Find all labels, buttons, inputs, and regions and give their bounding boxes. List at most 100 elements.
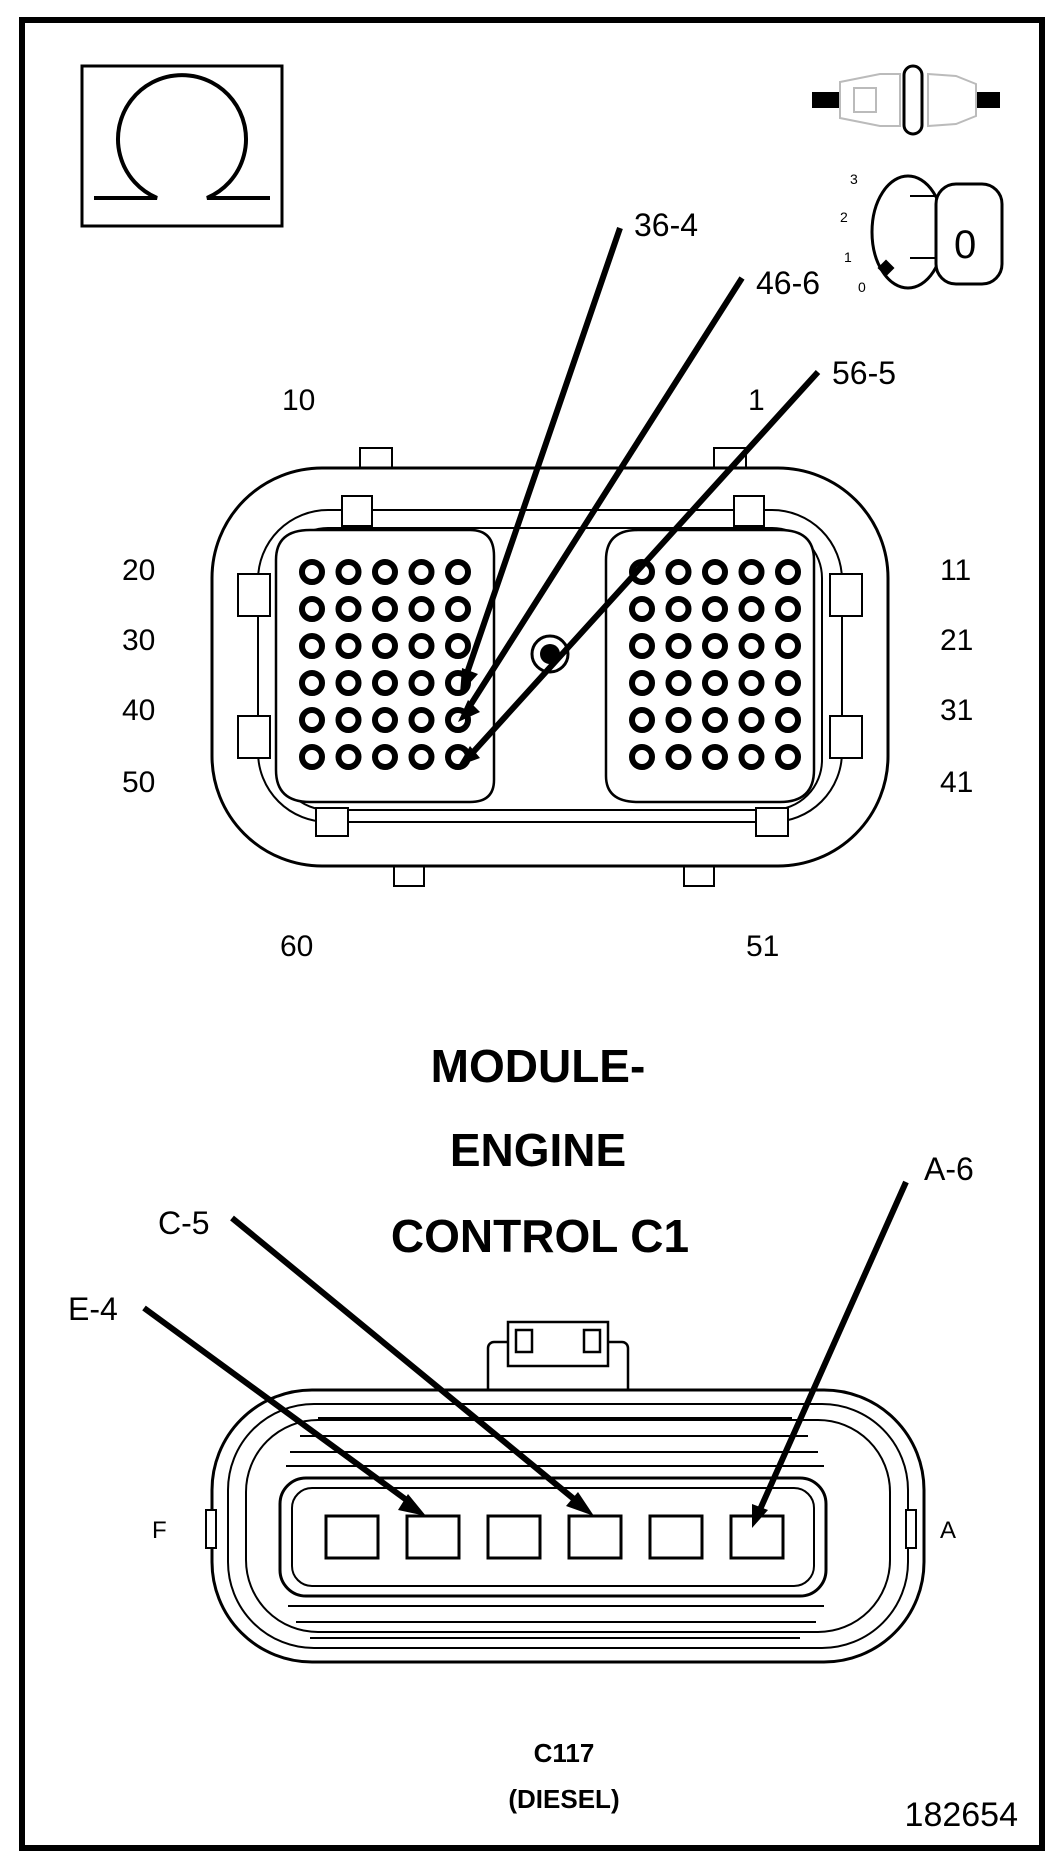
ign-pos-2: 2 xyxy=(840,209,848,225)
pin-cavity xyxy=(629,744,655,770)
pin-cavity xyxy=(775,670,801,696)
pin-cavity xyxy=(335,670,362,696)
key-position-text: 0 xyxy=(954,223,976,267)
pin-cavity xyxy=(665,633,692,659)
title-line-1: MODULE- xyxy=(431,1040,646,1092)
pin-cavity xyxy=(335,596,362,622)
ecm-pin-block-left xyxy=(274,528,496,804)
terminal-cavity xyxy=(648,1514,704,1560)
pin-number-21: 21 xyxy=(940,624,973,657)
pin-cavity xyxy=(408,670,435,696)
pin-cavity xyxy=(372,707,398,733)
pin-cavity xyxy=(738,670,765,696)
terminal-cavity xyxy=(567,1514,623,1560)
title-line-3: CONTROL C1 xyxy=(391,1210,689,1262)
pin-cavity xyxy=(372,633,398,659)
title-line-2: ENGINE xyxy=(450,1124,626,1176)
pin-cavity xyxy=(372,744,398,770)
pin-cavity xyxy=(702,744,728,770)
pin-cavity xyxy=(702,596,728,622)
pin-cavity xyxy=(372,596,398,622)
ecm-pin-block-right xyxy=(604,528,816,804)
pin-cavity xyxy=(445,596,471,622)
pin-cavity xyxy=(335,559,362,585)
ign-pos-3: 3 xyxy=(850,171,858,187)
pin-number-11: 11 xyxy=(940,554,971,587)
pin-cavity xyxy=(665,596,692,622)
pin-cavity xyxy=(299,707,325,733)
terminal-cavity xyxy=(405,1514,461,1560)
connector-sublabel: (DIESEL) xyxy=(508,1784,619,1814)
pin-number-30: 30 xyxy=(122,624,155,657)
pin-number-31: 31 xyxy=(940,694,973,727)
pin-cavity xyxy=(775,633,801,659)
pin-cavity xyxy=(738,559,765,585)
pin-cavity xyxy=(738,596,765,622)
ohm-icon xyxy=(80,64,284,228)
c117-terminals xyxy=(324,1514,785,1560)
pin-cavity xyxy=(299,670,325,696)
pin-cavity xyxy=(665,670,692,696)
figure-number: 182654 xyxy=(905,1796,1018,1834)
pin-cavity xyxy=(738,707,765,733)
ecm-pin-cavities xyxy=(299,559,801,770)
pin-cavity xyxy=(299,633,325,659)
pin-number-60: 60 xyxy=(280,930,313,963)
pin-number-51: 51 xyxy=(746,930,779,963)
pin-cavity xyxy=(702,707,728,733)
pin-cavity xyxy=(372,559,398,585)
pin-number-10: 10 xyxy=(282,384,315,417)
pin-number-41: 41 xyxy=(940,766,973,799)
c117-connector xyxy=(205,1320,926,1664)
pin-cavity xyxy=(408,707,435,733)
pin-cavity xyxy=(445,633,471,659)
connector-latch xyxy=(486,1320,630,1400)
ecm-connector xyxy=(210,447,890,887)
pin-cavity xyxy=(738,633,765,659)
pin-cavity xyxy=(775,707,801,733)
pin-cavity xyxy=(629,670,655,696)
callout-A-6: A-6 xyxy=(924,1151,974,1187)
ecm-callout-lines xyxy=(463,227,821,763)
pin-cavity xyxy=(372,670,398,696)
callout-36-4: 36-4 xyxy=(634,207,698,243)
connector-disconnected-icon xyxy=(812,64,1000,136)
pin-number-40: 40 xyxy=(122,694,155,727)
c117-side-f: F xyxy=(152,1517,167,1544)
callout-46-6: 46-6 xyxy=(756,265,820,301)
pin-cavity xyxy=(335,633,362,659)
pin-cavity xyxy=(775,559,801,585)
pin-cavity xyxy=(629,596,655,622)
pin-cavity xyxy=(299,744,325,770)
pin-cavity xyxy=(335,744,362,770)
pin-cavity xyxy=(665,559,692,585)
terminal-cavity xyxy=(486,1514,542,1560)
pin-cavity xyxy=(629,633,655,659)
pin-cavity xyxy=(299,596,325,622)
connector-label: C117 xyxy=(534,1738,595,1768)
pin-cavity xyxy=(775,596,801,622)
pin-cavity xyxy=(408,596,435,622)
ignition-key-icon: 3 2 1 0 0 xyxy=(840,171,1004,295)
pin-cavity xyxy=(408,559,435,585)
pin-cavity xyxy=(629,707,655,733)
callout-E-4: E-4 xyxy=(68,1291,118,1327)
pin-number-20: 20 xyxy=(122,554,155,587)
terminal-cavity xyxy=(324,1514,380,1560)
pin-cavity xyxy=(445,559,471,585)
pin-number-50: 50 xyxy=(122,766,155,799)
ecm-callout-arrowheads xyxy=(458,668,480,766)
pin-cavity xyxy=(702,559,728,585)
pin-cavity xyxy=(738,744,765,770)
c117-callout-arrowheads xyxy=(398,1492,768,1528)
pin-cavity xyxy=(299,559,325,585)
pin-cavity xyxy=(335,707,362,733)
c117-callout-lines xyxy=(142,1180,909,1516)
c117-side-a: A xyxy=(940,1517,956,1544)
pin-cavity xyxy=(665,744,692,770)
pin-cavity xyxy=(408,744,435,770)
pin-cavity xyxy=(408,633,435,659)
ign-pos-0: 0 xyxy=(858,279,866,295)
callout-56-5: 56-5 xyxy=(832,355,896,391)
